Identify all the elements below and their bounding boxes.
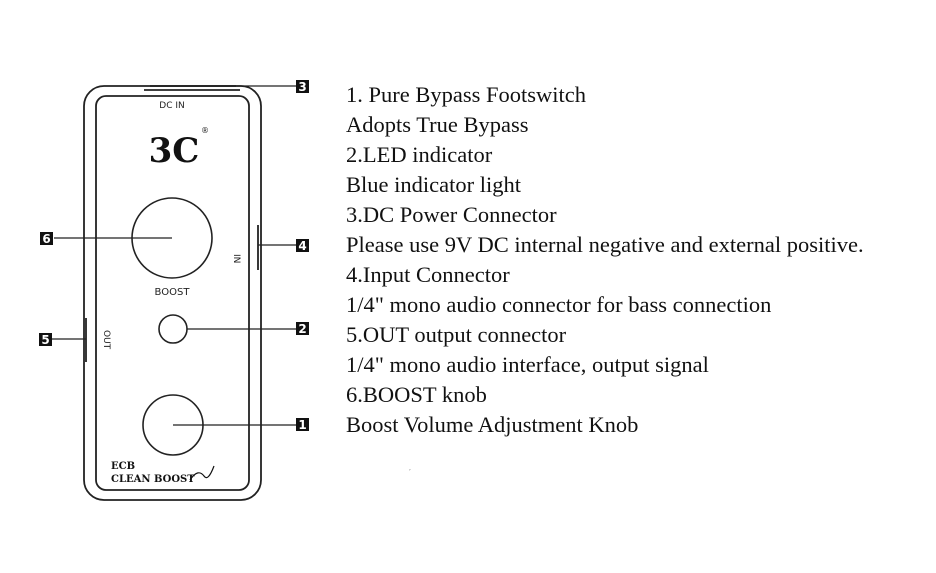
legend-item: Blue indicator light xyxy=(346,172,521,197)
legend-item: 6.BOOST knob xyxy=(346,382,487,407)
legend-item: Boost Volume Adjustment Knob xyxy=(346,412,639,437)
callout-badge-5: 5 xyxy=(39,333,52,347)
logo-text: 3C xyxy=(149,131,200,171)
output-label: OUT xyxy=(101,330,111,350)
legend-item: Please use 9V DC internal negative and e… xyxy=(346,232,864,257)
callout-badge-3: 3 xyxy=(296,80,309,94)
enclosure-inner xyxy=(95,95,250,491)
callout-badge-4: 4 xyxy=(296,239,309,253)
callout-badge-1: 1 xyxy=(296,418,309,432)
brand-logo: 3C ® xyxy=(149,126,209,171)
legend-item: 1/4" mono audio connector for bass conne… xyxy=(346,292,772,317)
stray-mark: , xyxy=(409,465,411,472)
input-label: IN xyxy=(231,254,241,263)
svg-text:4: 4 xyxy=(298,239,306,253)
led-indicator xyxy=(158,314,188,344)
registered-mark: ® xyxy=(201,126,209,135)
model-label: ECB xyxy=(111,461,135,472)
dc-in-jack xyxy=(144,85,240,91)
svg-text:6: 6 xyxy=(42,232,50,246)
svg-text:3: 3 xyxy=(298,80,306,94)
callout-badges: 3 6 4 2 5 1 xyxy=(39,80,309,432)
callout-lines xyxy=(52,85,296,426)
legend-item: 3.DC Power Connector xyxy=(346,202,557,227)
svg-text:2: 2 xyxy=(298,322,306,336)
legend-item: 4.Input Connector xyxy=(346,262,510,287)
svg-text:5: 5 xyxy=(41,333,49,347)
legend-item: Adopts True Bypass xyxy=(346,112,529,137)
signature-swoosh xyxy=(189,465,215,481)
legend-item: 1. Pure Bypass Footswitch xyxy=(346,82,587,107)
legend-item: 1/4" mono audio interface, output signal xyxy=(346,352,709,377)
boost-label: BOOST xyxy=(155,287,191,298)
legend-item: 5.OUT output connector xyxy=(346,322,567,347)
component-legend: 1. Pure Bypass Footswitch Adopts True By… xyxy=(346,80,864,440)
legend-item: 2.LED indicator xyxy=(346,142,493,167)
dc-in-label: DC IN xyxy=(159,101,184,111)
callout-badge-2: 2 xyxy=(296,322,309,336)
product-name-label: CLEAN BOOST xyxy=(111,474,195,485)
callout-badge-6: 6 xyxy=(40,232,53,246)
svg-text:1: 1 xyxy=(298,418,306,432)
